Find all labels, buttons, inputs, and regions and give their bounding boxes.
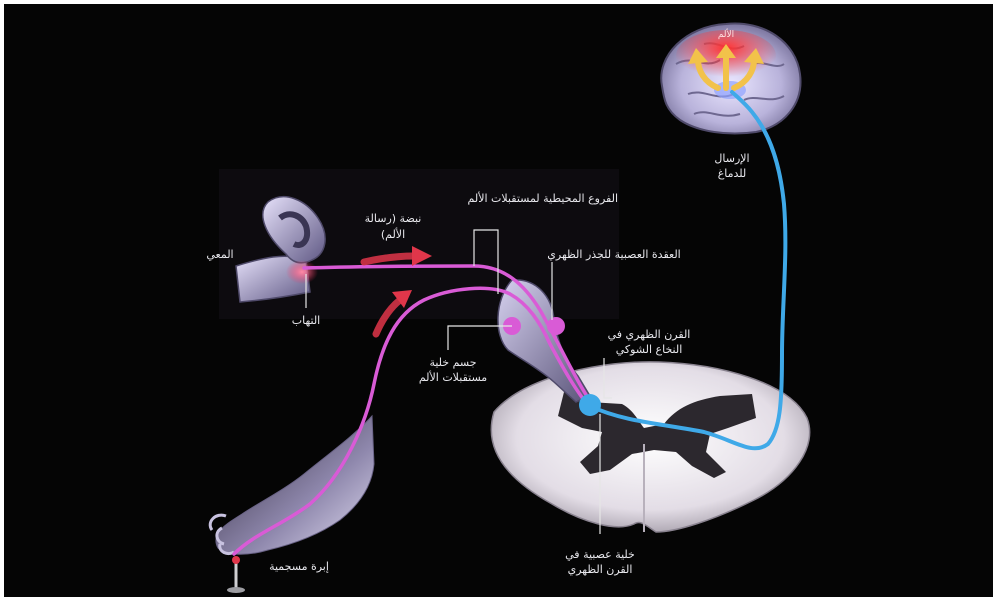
transmission-label-line1: الإرسال bbox=[692, 152, 772, 166]
dorsal-horn-neuron-label-line2: القرن الظهري bbox=[550, 563, 650, 577]
pain-signal-label-line2: الألم) bbox=[348, 228, 438, 242]
transmission-label-line2: للدماغ bbox=[692, 167, 772, 181]
dorsal-horn-label-line1: القرن الظهري في bbox=[594, 328, 704, 342]
pain-signal-label-line1: نبضة (رسالة bbox=[348, 212, 438, 226]
brain-pain-label: الألم bbox=[704, 30, 748, 41]
dorsal-root-ganglion-label: العقدة العصبية للجذر الظهري bbox=[534, 248, 694, 262]
diagram-art bbox=[4, 4, 993, 597]
gut-label: المعي bbox=[200, 248, 240, 262]
inflammation-spot bbox=[286, 260, 318, 284]
peripheral-branches-label: الفروع المحيطية لمستقبلات الألم bbox=[468, 192, 618, 206]
cell-body-label-line1: جسم خلية bbox=[408, 356, 498, 370]
cell-body-label-line2: مستقبلات الألم bbox=[408, 371, 498, 385]
needle-label: إبرة مسجمية bbox=[254, 560, 344, 574]
dorsal-horn-neuron bbox=[579, 394, 601, 416]
inflammation-label: التهاب bbox=[276, 314, 336, 328]
dorsal-horn-neuron-label-line1: خلية عصبية في bbox=[550, 548, 650, 562]
pain-pathway-diagram: الألم الإرسال للدماغ الفروع المحيطية لمس… bbox=[4, 4, 993, 597]
pain-receptor-cell-body bbox=[547, 317, 565, 335]
dorsal-horn-label-line2: النخاع الشوكي bbox=[594, 343, 704, 357]
